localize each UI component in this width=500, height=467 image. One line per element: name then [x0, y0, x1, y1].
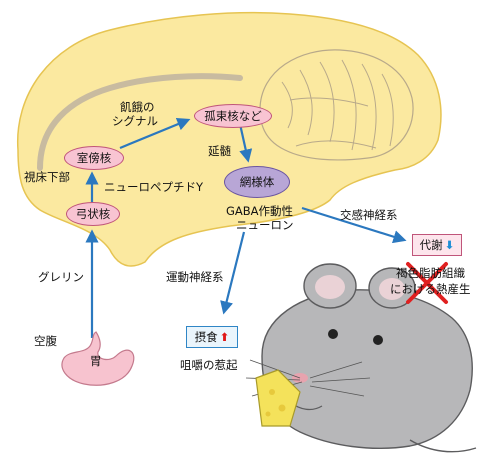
cross-icon [406, 262, 448, 304]
node-nts: 孤束核など [194, 104, 272, 128]
label-feeding-signal-2: シグナル [112, 114, 158, 128]
arrow-signal [119, 117, 191, 150]
label-feeding-signal-1: 飢餓の [120, 100, 155, 114]
node-arc: 弓状核 [66, 202, 120, 226]
node-pvn: 室傍核 [64, 146, 124, 170]
stomach-shape [61, 331, 135, 386]
up-arrow-icon: ⬆ [219, 330, 230, 344]
label-sympathetic: 交感神経系 [340, 208, 398, 222]
cerebellum-folds [281, 59, 394, 151]
down-arrow-icon: ⬇ [444, 238, 455, 252]
brain-band [37, 73, 243, 171]
mouse-illustration [245, 263, 477, 453]
label-gaba-2: ニューロン [236, 218, 294, 232]
arrow-motor [220, 231, 246, 315]
label-enlarged: 延髄 [208, 144, 231, 158]
label-brown-fat-2: における熱産生 [390, 282, 471, 296]
label-npy: ニューロペプチドY [104, 180, 204, 194]
intake-label: 摂食 [194, 330, 218, 344]
label-brown-fat-1: 褐色脂肪組織 [396, 266, 465, 280]
label-gaba: GABA作動性 [226, 204, 294, 218]
metabolism-box: 代謝 ⬇ [412, 234, 462, 256]
label-stomach: 胃 [90, 354, 102, 368]
label-motor: 運動神経系 [166, 270, 224, 284]
arrow-nts-reticular [238, 123, 253, 163]
label-thalamus: 視床下部 [24, 170, 70, 184]
label-fasting: 空腹 [34, 334, 57, 348]
metabolism-label: 代謝 [419, 238, 443, 252]
intake-box: 摂食 ⬆ [186, 326, 238, 348]
label-chewing: 咀嚼の惹起 [180, 358, 238, 372]
label-ghrelin: グレリン [38, 270, 84, 284]
arrow-sympathetic [301, 206, 407, 244]
node-reticular: 網様体 [224, 166, 290, 198]
